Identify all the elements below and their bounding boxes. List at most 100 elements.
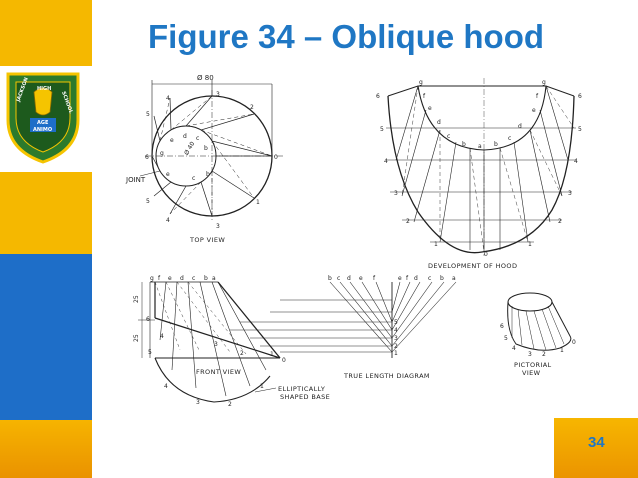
- svg-text:1: 1: [260, 383, 264, 390]
- svg-text:0: 0: [572, 339, 576, 346]
- svg-text:c: c: [196, 135, 199, 142]
- svg-text:6: 6: [145, 154, 149, 161]
- svg-text:b: b: [462, 141, 466, 148]
- svg-text:e: e: [170, 137, 174, 144]
- svg-text:6: 6: [376, 93, 380, 100]
- front-view-dim-upper: 25: [133, 295, 140, 303]
- svg-text:e: e: [166, 171, 170, 178]
- svg-text:f: f: [423, 93, 426, 100]
- svg-text:5: 5: [504, 335, 508, 342]
- svg-text:g: g: [150, 275, 154, 282]
- svg-text:4: 4: [574, 158, 578, 165]
- base-label-1: ELLIPTICALLY: [278, 385, 325, 393]
- svg-text:1: 1: [256, 199, 260, 206]
- svg-text:2: 2: [250, 104, 254, 111]
- front-view-caption: FRONT VIEW: [196, 368, 241, 376]
- svg-text:f: f: [406, 275, 409, 282]
- svg-text:2: 2: [228, 401, 232, 408]
- development-of-hood: [386, 78, 576, 256]
- svg-text:6: 6: [146, 316, 150, 323]
- sidebar-band-orange: [0, 420, 92, 478]
- svg-text:3: 3: [216, 91, 220, 98]
- svg-text:c: c: [447, 133, 450, 140]
- svg-text:c: c: [508, 135, 511, 142]
- svg-text:0: 0: [274, 154, 278, 161]
- pictorial-caption-1: PICTORIAL: [514, 361, 552, 369]
- sidebar-band-yellow-2: [0, 172, 92, 254]
- top-view: [139, 80, 285, 222]
- svg-text:1: 1: [394, 350, 398, 357]
- front-view-dim-lower: 25: [133, 334, 140, 342]
- crest-text-top: HIGH: [37, 86, 51, 92]
- svg-text:c: c: [337, 275, 340, 282]
- svg-text:4: 4: [166, 95, 170, 102]
- svg-text:5: 5: [394, 319, 398, 326]
- top-view-labels: Ø 80 Ø 40 JOINT TOP VIEW 32 01 34 56 54 …: [125, 74, 278, 244]
- svg-text:2: 2: [542, 351, 546, 358]
- svg-text:e: e: [359, 275, 363, 282]
- svg-text:3: 3: [216, 223, 220, 230]
- svg-text:2: 2: [394, 343, 398, 350]
- svg-text:3: 3: [394, 335, 398, 342]
- svg-text:g: g: [542, 79, 546, 86]
- svg-text:f: f: [373, 275, 376, 282]
- svg-text:2: 2: [558, 218, 562, 225]
- svg-text:5: 5: [146, 198, 150, 205]
- sidebar-band-yellow: [0, 0, 92, 66]
- top-view-joint-label: JOINT: [125, 176, 146, 184]
- page-number-box: [554, 418, 638, 478]
- svg-text:g: g: [419, 79, 423, 86]
- svg-text:b: b: [204, 275, 208, 282]
- page-number: 34: [588, 434, 605, 451]
- svg-text:b: b: [494, 141, 498, 148]
- svg-text:3: 3: [528, 351, 532, 358]
- svg-text:4: 4: [164, 383, 168, 390]
- svg-text:a: a: [452, 275, 456, 282]
- svg-text:3: 3: [568, 190, 572, 197]
- svg-text:5: 5: [146, 111, 150, 118]
- svg-text:6: 6: [500, 323, 504, 330]
- true-length-caption: TRUE LENGTH DIAGRAM: [343, 372, 430, 380]
- svg-text:6: 6: [578, 93, 582, 100]
- svg-text:4: 4: [384, 158, 388, 165]
- svg-text:2: 2: [240, 350, 244, 357]
- svg-text:4: 4: [394, 327, 398, 334]
- svg-text:5: 5: [380, 126, 384, 133]
- pictorial-caption-2: VIEW: [522, 369, 541, 377]
- svg-text:1: 1: [560, 347, 564, 354]
- svg-text:b: b: [206, 171, 210, 178]
- svg-text:d: d: [180, 275, 184, 282]
- svg-text:5: 5: [578, 126, 582, 133]
- svg-text:4: 4: [166, 217, 170, 224]
- pictorial-view: [507, 292, 572, 351]
- svg-text:3: 3: [214, 341, 218, 348]
- svg-text:c: c: [428, 275, 431, 282]
- svg-text:b: b: [204, 145, 208, 152]
- svg-text:f: f: [536, 93, 539, 100]
- svg-text:3: 3: [394, 190, 398, 197]
- crest-motto-1: AGE: [37, 120, 49, 126]
- svg-text:d: d: [518, 123, 522, 130]
- svg-text:1: 1: [528, 241, 532, 248]
- development-caption: DEVELOPMENT OF HOOD: [428, 262, 517, 270]
- svg-text:e: e: [532, 107, 536, 114]
- svg-text:d: d: [414, 275, 418, 282]
- true-length-diagram: [230, 281, 457, 358]
- svg-text:a: a: [212, 275, 216, 282]
- front-view: [138, 281, 281, 403]
- svg-text:g: g: [160, 150, 164, 157]
- svg-text:e: e: [428, 105, 432, 112]
- svg-text:f: f: [158, 275, 161, 282]
- svg-text:e: e: [168, 275, 172, 282]
- sidebar-band-blue: [0, 254, 92, 420]
- svg-text:d: d: [437, 119, 441, 126]
- base-label-2: SHAPED BASE: [280, 393, 330, 401]
- svg-text:c: c: [192, 275, 195, 282]
- svg-text:d: d: [183, 133, 187, 140]
- top-view-caption: TOP VIEW: [189, 236, 225, 244]
- svg-text:5: 5: [148, 349, 152, 356]
